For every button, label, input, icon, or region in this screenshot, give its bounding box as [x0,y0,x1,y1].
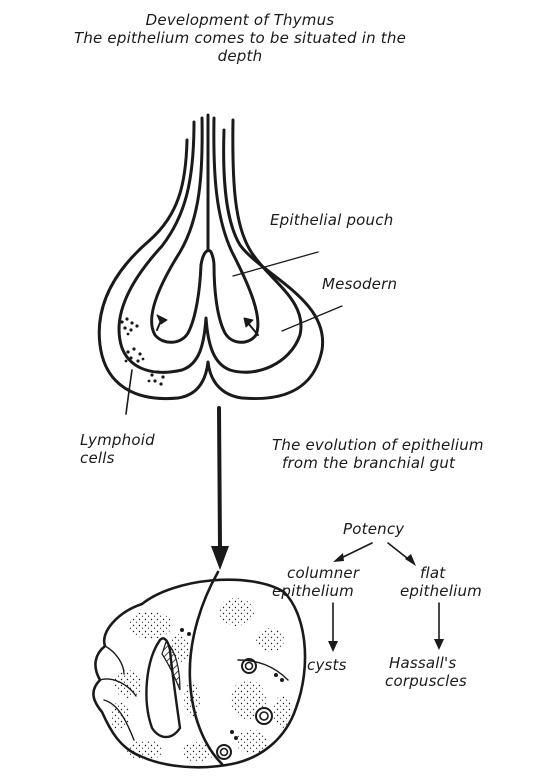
duct-line [238,660,288,680]
central-fold [201,251,214,265]
lobule-boundary-3 [105,646,124,674]
potency-arrow-right-head [405,554,416,566]
epithelial-pouch-right [214,118,258,342]
lumen-arrow-right-head [244,318,253,327]
thymus-lobules [110,598,292,762]
main-arrow-head [211,546,229,570]
label-mesoderm: Mesodern [322,276,397,293]
lumen-arrow-left-head [157,315,167,324]
label-epithelial-pouch: Epithelial pouch [270,212,393,229]
label-evolution-line2: from the branchial gut [282,455,455,472]
cysts-arrow-head [328,641,338,652]
outer-pouch-outline [99,130,322,399]
label-cysts: cysts [307,657,347,674]
label-evolution-line1: The evolution of epithelium [272,437,484,454]
main-arrow-shaft [219,408,220,548]
label-flat-line1: flat [420,565,445,582]
label-flat-line2: epithelium [400,583,482,600]
lobe-septum [190,572,222,764]
label-columnar-line2: epithelium [272,583,354,600]
mesoderm-layer [119,120,301,372]
label-columnar-line1: columner [287,565,359,582]
label-lymphoid-line2: cells [80,450,115,467]
label-hassall-line1: Hassall's [389,655,456,672]
label-hassall-line2: corpuscles [385,673,467,690]
potency-arrow-left-head [333,553,344,562]
leader-epithelial-pouch [233,252,318,276]
label-lymphoid-line1: Lymphoid [80,432,155,449]
hassall-arrow-head [434,639,444,650]
label-potency: Potency [343,521,404,538]
